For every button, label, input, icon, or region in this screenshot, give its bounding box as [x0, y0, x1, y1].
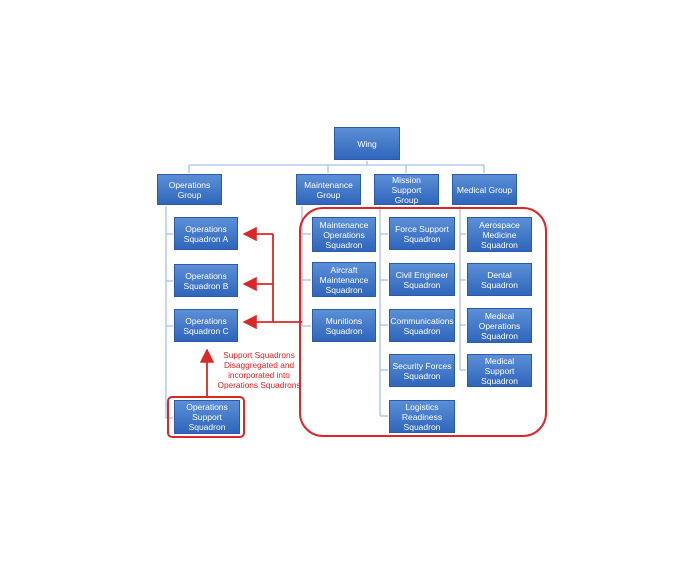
red-arrows: [199, 226, 302, 397]
ops-support-highlight: [167, 396, 245, 438]
mission-support-group-label: Mission Support Group: [391, 174, 422, 205]
logistics-readiness-squadron-label: Logistics Readiness Squadron: [401, 401, 443, 432]
aircraft-maintenance-squadron-label: Aircraft Maintenance Squadron: [319, 264, 369, 295]
maintenance-group-box: Maintenance Group: [296, 174, 361, 205]
operations-squadron-c-label: Operations Squadron C: [183, 315, 229, 336]
medical-operations-squadron-box: Medical Operations Squadron: [467, 308, 532, 343]
support-squadrons-highlight: [299, 207, 547, 437]
medical-support-squadron-label: Medical Support Squadron: [481, 355, 518, 386]
operations-support-squadron-label: Operations Support Squadron: [186, 402, 228, 432]
maintenance-operations-squadron-label: Maintenance Operations Squadron: [319, 219, 369, 250]
operations-group-label: Operations Group: [168, 179, 211, 200]
dental-squadron-label: Dental Squadron: [481, 269, 518, 290]
aerospace-medicine-squadron-box: Aerospace Medicine Squadron: [467, 217, 532, 252]
wing-box: Wing: [334, 127, 400, 160]
civil-engineer-squadron-box: Civil Engineer Squadron: [389, 263, 455, 296]
force-support-squadron-box: Force Support Squadron: [389, 217, 455, 250]
mission-support-group-box: Mission Support Group: [374, 174, 439, 205]
civil-engineer-squadron-label: Civil Engineer Squadron: [395, 269, 449, 290]
communications-squadron-label: Communications Squadron: [390, 315, 454, 336]
security-forces-squadron-box: Security Forces Squadron: [389, 354, 455, 387]
medical-support-squadron-box: Medical Support Squadron: [467, 354, 532, 387]
aerospace-medicine-squadron-label: Aerospace Medicine Squadron: [479, 219, 520, 250]
operations-squadron-a-label: Operations Squadron A: [183, 223, 229, 244]
operations-squadron-a-box: Operations Squadron A: [174, 217, 238, 250]
support-squadrons-annotation: Support Squadrons Disaggregated and inco…: [217, 350, 301, 390]
munitions-squadron-box: Munitions Squadron: [312, 309, 376, 342]
maintenance-operations-squadron-box: Maintenance Operations Squadron: [312, 217, 376, 252]
operations-group-box: Operations Group: [157, 174, 222, 205]
medical-group-box: Medical Group: [452, 174, 517, 205]
wing-label: Wing: [357, 138, 377, 149]
medical-operations-squadron-label: Medical Operations Squadron: [478, 310, 521, 341]
aircraft-maintenance-squadron-box: Aircraft Maintenance Squadron: [312, 262, 376, 297]
security-forces-squadron-label: Security Forces Squadron: [392, 360, 452, 381]
dental-squadron-box: Dental Squadron: [467, 263, 532, 296]
force-support-squadron-label: Force Support Squadron: [395, 223, 449, 244]
maintenance-group-label: Maintenance Group: [304, 179, 353, 200]
medical-group-label: Medical Group: [456, 184, 513, 195]
munitions-squadron-label: Munitions Squadron: [325, 315, 363, 336]
operations-squadron-b-label: Operations Squadron B: [183, 270, 229, 291]
communications-squadron-box: Communications Squadron: [389, 309, 455, 342]
logistics-readiness-squadron-box: Logistics Readiness Squadron: [389, 400, 455, 433]
operations-support-squadron-box: Operations Support Squadron: [174, 400, 240, 434]
operations-squadron-c-box: Operations Squadron C: [174, 309, 238, 342]
operations-squadron-b-box: Operations Squadron B: [174, 264, 238, 297]
